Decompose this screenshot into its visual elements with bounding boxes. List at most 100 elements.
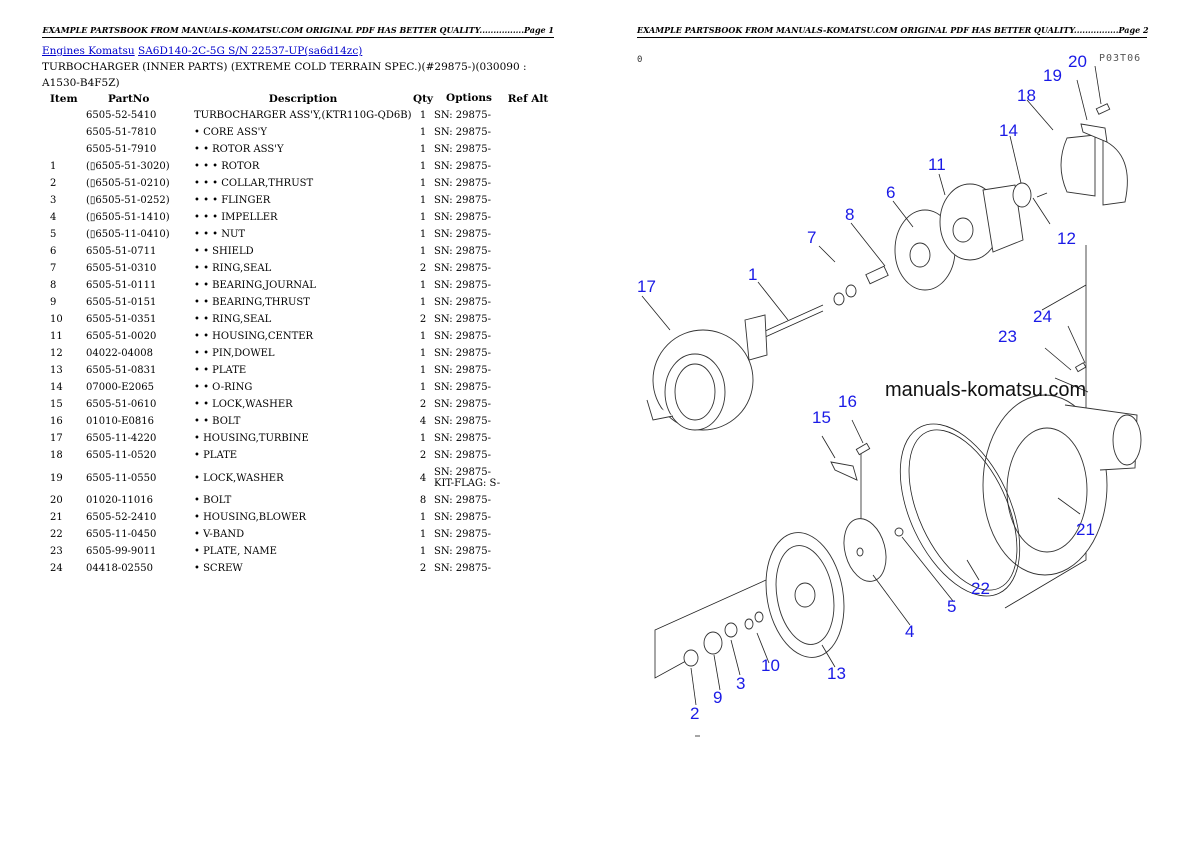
cell-item: 18 <box>50 450 63 461</box>
part-22-v-band[interactable] <box>876 405 1044 614</box>
callout-22[interactable]: 22 <box>971 579 990 598</box>
cell-options: SN: 29875- <box>434 246 491 257</box>
callout-21[interactable]: 21 <box>1076 520 1095 539</box>
callout-20[interactable]: 20 <box>1068 52 1087 71</box>
callout-17[interactable]: 17 <box>637 277 656 296</box>
callout-9[interactable]: 9 <box>713 688 722 707</box>
cell-qty: 1 <box>419 195 427 206</box>
callout-5[interactable]: 5 <box>947 597 956 616</box>
part-8-bearing-journal[interactable] <box>865 265 889 285</box>
cell-description: • • • FLINGER <box>194 195 271 206</box>
part-5-nut[interactable] <box>894 527 904 537</box>
cell-options: SN: 29875- <box>434 399 491 410</box>
cell-partno: 6505-51-0020 <box>86 331 157 342</box>
cell-description: • • RING,SEAL <box>194 314 272 325</box>
header-divider <box>42 37 554 38</box>
callout-10[interactable]: 10 <box>761 656 780 675</box>
part-23-plate-name[interactable] <box>1054 377 1089 393</box>
cell-qty: 1 <box>419 229 427 240</box>
leader-lines <box>641 65 1102 706</box>
part-20-bolt[interactable] <box>1095 103 1111 115</box>
callout-12[interactable]: 12 <box>1057 229 1076 248</box>
part-13-plate[interactable] <box>757 526 854 663</box>
cell-ref-alt <box>504 430 552 447</box>
callout-13[interactable]: 13 <box>827 664 846 683</box>
cell-ref-alt <box>504 413 552 430</box>
group-bracket-line <box>1041 284 1087 311</box>
cell-partno: 01020-11016 <box>86 495 154 506</box>
cell-item: 7 <box>50 263 57 274</box>
cell-partno: 6505-52-2410 <box>86 512 157 523</box>
cell-item: 16 <box>50 416 63 427</box>
part-1-rotor[interactable] <box>744 304 824 361</box>
callout-11[interactable]: 11 <box>928 155 946 174</box>
callout-15[interactable]: 15 <box>812 408 831 427</box>
breadcrumb-link-engines-komatsu[interactable]: Engines Komatsu <box>42 45 135 57</box>
part-7-ring-seal[interactable] <box>833 284 857 306</box>
part-19-lock-washer[interactable] <box>1080 123 1108 143</box>
cell-options: SN: 29875- <box>434 161 491 172</box>
callout-3[interactable]: 3 <box>736 674 745 693</box>
cell-description: • • • COLLAR,THRUST <box>194 178 314 189</box>
callout-labels: 17 1 7 8 6 11 14 12 18 19 20 23 24 15 16… <box>637 52 1095 723</box>
part-16-bolt[interactable] <box>855 442 871 456</box>
cell-ref-alt <box>504 311 552 328</box>
callout-24[interactable]: 24 <box>1033 307 1052 326</box>
part-11-housing-center[interactable] <box>939 183 1024 261</box>
cell-options: SN: 29875- <box>434 297 491 308</box>
cell-partno: 6505-51-0831 <box>86 365 157 376</box>
drawing-id: P03T06 <box>1099 53 1142 64</box>
cell-item: 9 <box>50 297 57 308</box>
part-9-bearing-thrust[interactable] <box>703 631 723 655</box>
callout-6[interactable]: 6 <box>886 183 895 202</box>
part-10-ring-seal[interactable] <box>744 611 764 630</box>
cell-options: SN: 29875- <box>434 110 491 121</box>
callout-1[interactable]: 1 <box>748 265 757 284</box>
callout-18[interactable]: 18 <box>1017 86 1036 105</box>
cell-options: SN: 29875-KIT-FLAG: S- <box>434 464 504 492</box>
cell-options: SN: 29875- <box>434 416 491 427</box>
cell-item <box>42 141 86 158</box>
cell-ref-alt <box>504 447 552 464</box>
cell-description: • SCREW <box>194 563 243 574</box>
part-12-pin-dowel[interactable] <box>1036 192 1048 198</box>
option-kit-flag: KIT-FLAG: S- <box>434 478 501 489</box>
cell-qty: 1 <box>419 382 427 393</box>
part-2-collar-thrust[interactable] <box>683 649 699 667</box>
callout-23[interactable]: 23 <box>998 327 1017 346</box>
cell-qty: 1 <box>419 280 427 291</box>
cell-qty: 1 <box>419 110 427 121</box>
part-21-housing-blower[interactable] <box>982 394 1142 576</box>
callout-16[interactable]: 16 <box>838 392 857 411</box>
callout-7[interactable]: 7 <box>807 228 816 247</box>
part-24-screw[interactable] <box>1074 362 1087 373</box>
callout-4[interactable]: 4 <box>905 622 914 641</box>
part-17-turbine-housing[interactable] <box>646 329 754 431</box>
callout-14[interactable]: 14 <box>999 121 1018 140</box>
breadcrumb-link-model[interactable]: SA6D140-2C-5G S/N 22537-UP(sa6d14zc) <box>138 45 363 57</box>
header-divider <box>637 37 1147 38</box>
callout-8[interactable]: 8 <box>845 205 854 224</box>
cell-partno: 6505-99-9011 <box>86 546 157 557</box>
part-18-plate[interactable] <box>1060 134 1128 206</box>
page-2: EXAMPLE PARTSBOOK FROM MANUALS-KOMATSU.C… <box>595 0 1190 842</box>
col-header-item: Item <box>50 92 78 105</box>
cell-ref-alt <box>504 464 552 492</box>
cell-options: SN: 29875- <box>434 529 491 540</box>
part-15-lock-washer[interactable] <box>830 461 858 481</box>
callout-2[interactable]: 2 <box>690 704 699 723</box>
cell-qty: 2 <box>419 450 427 461</box>
part-3-flinger[interactable] <box>724 622 738 638</box>
part-4-impeller[interactable] <box>837 514 892 586</box>
cell-partno: 6505-11-0520 <box>86 450 157 461</box>
callout-19[interactable]: 19 <box>1043 66 1062 85</box>
cell-qty: 1 <box>419 331 427 342</box>
part-14-o-ring[interactable] <box>1012 182 1032 208</box>
cell-partno: 6505-51-0310 <box>86 263 157 274</box>
cell-options: SN: 29875- <box>434 348 491 359</box>
